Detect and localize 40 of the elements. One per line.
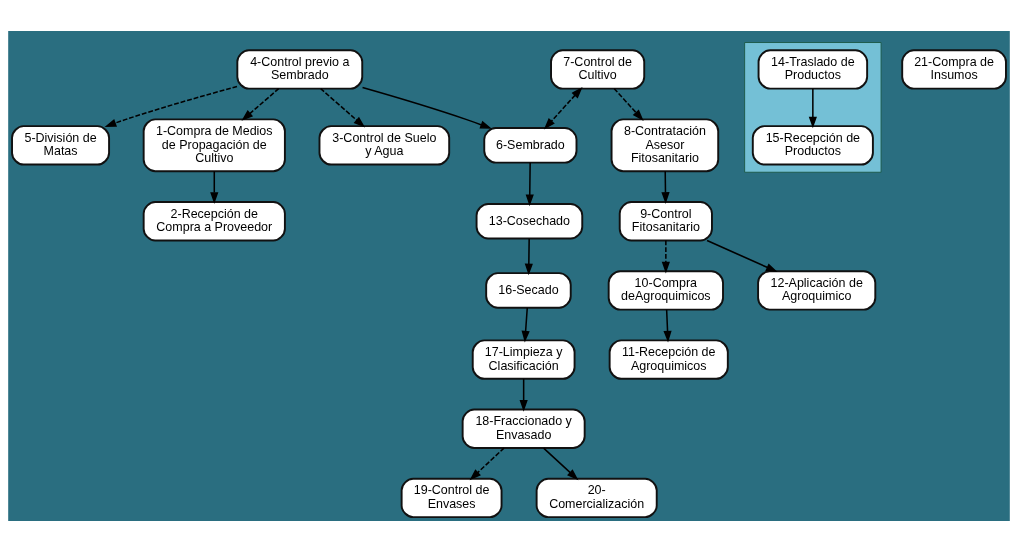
arrow: [524, 237, 533, 275]
node-box: 15-Recepción de Productos: [751, 124, 874, 165]
cluster: [744, 41, 882, 173]
node-box: 2-Recepción de Compra a Proveedor: [142, 200, 286, 241]
node-box: 19-Control de Envases: [400, 477, 503, 518]
node-box: 10-Compra deAgroquimicos: [607, 269, 724, 311]
arrow: [210, 170, 219, 204]
arrow: [706, 239, 778, 272]
arrow: [661, 170, 670, 204]
arrow: [808, 87, 817, 128]
node-box: 8-Contratación Asesor Fitosanitario: [610, 117, 720, 172]
node-box: 18-Fraccionado y Envasado: [461, 408, 586, 449]
node-box: 21-Compra de Insumos: [901, 48, 1007, 90]
node-box: 14-Traslado de Productos: [757, 48, 869, 90]
node-box: 7-Control de Cultivo: [550, 48, 646, 90]
node-box: 17-Limpieza y Clasificación: [471, 338, 576, 380]
arrow: [521, 306, 530, 343]
node-box: 16-Secado: [485, 271, 572, 309]
arrow: [104, 85, 238, 127]
node-box: 4-Control previo a Sembrado: [236, 48, 364, 90]
node-box: 3-Control de Suelo y Agua: [318, 124, 451, 165]
arrow: [613, 87, 644, 121]
arrow: [661, 239, 670, 273]
arrow: [663, 308, 672, 343]
node-box: 9-Control Fitosanitario: [618, 200, 713, 241]
node-box: 1-Compra de Medios de Propagación de Cultivo: [142, 117, 286, 172]
node-box: 5-División de Matas: [11, 124, 111, 165]
node-box: 6-Sembrado: [483, 126, 578, 164]
arrow: [361, 86, 492, 129]
node-box: 12-Aplicación de Agroquimico: [757, 269, 877, 311]
arrow: [519, 377, 528, 412]
arrow: [543, 86, 583, 130]
arrow: [319, 87, 366, 128]
node-box: 20-Comercialización: [535, 477, 658, 518]
arrow: [241, 87, 280, 121]
arrow: [525, 161, 534, 206]
arrow: [469, 446, 505, 480]
node-box: 11-Recepción de Agroquimicos: [608, 338, 729, 380]
arrow: [542, 446, 579, 480]
node-box: 13-Cosechado: [475, 202, 584, 239]
